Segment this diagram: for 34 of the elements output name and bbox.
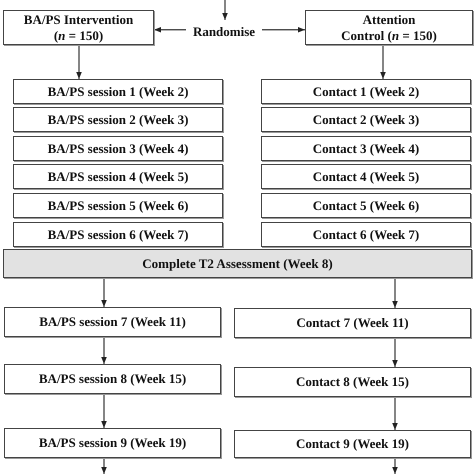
arrow (76, 45, 82, 79)
arrow (222, 0, 228, 20)
process-box: Contact 3 (Week 4) (261, 136, 471, 161)
arrow (101, 458, 107, 474)
arrow (154, 26, 186, 33)
arrow (392, 278, 398, 308)
process-box: Contact 8 (Week 15) (234, 367, 471, 397)
process-box: Contact 9 (Week 19) (234, 430, 471, 458)
process-box: Contact 2 (Week 3) (261, 107, 471, 132)
process-box: BA/PS session 1 (Week 2) (13, 79, 223, 104)
process-box: BA/PS session 2 (Week 3) (13, 107, 223, 132)
process-box: Contact 7 (Week 11) (234, 308, 471, 338)
process-box: BA/PS session 6 (Week 7) (13, 222, 223, 247)
process-box: BA/PS session 3 (Week 4) (13, 136, 223, 161)
arrow (392, 458, 398, 474)
arrow (101, 394, 107, 428)
arrow (392, 338, 398, 367)
process-box: Contact 5 (Week 6) (261, 193, 471, 218)
arrow (101, 337, 107, 364)
process-box: Contact 1 (Week 2) (261, 79, 471, 104)
process-box: Contact 4 (Week 5) (261, 164, 471, 189)
arrow (262, 26, 305, 33)
process-box: BA/PS session 5 (Week 6) (13, 193, 223, 218)
arrow (392, 397, 398, 430)
assessment-box: Complete T2 Assessment (Week 8) (3, 249, 472, 278)
process-box: BA/PS Intervention (n = 150) (3, 10, 154, 45)
process-box: BA/PS session 4 (Week 5) (13, 164, 223, 189)
arrow (101, 278, 107, 307)
process-box: Attention Control (n = 150) (305, 10, 473, 45)
process-box: BA/PS session 9 (Week 19) (4, 428, 221, 458)
arrow (380, 45, 386, 79)
process-box: BA/PS session 8 (Week 15) (4, 364, 221, 394)
process-box: BA/PS session 7 (Week 11) (4, 307, 221, 337)
process-box: Contact 6 (Week 7) (261, 222, 471, 247)
